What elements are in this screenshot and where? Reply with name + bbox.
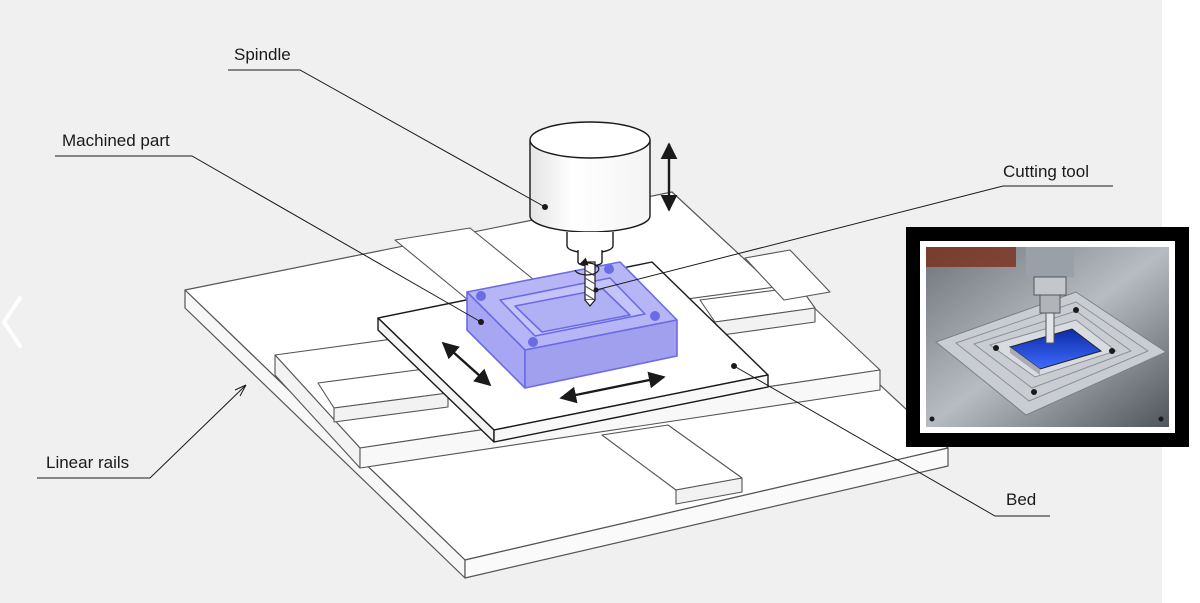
motion-arrows <box>441 142 678 404</box>
label-machined-part: Machined part <box>62 131 170 150</box>
cutting-tool <box>574 257 600 307</box>
label-bed: Bed <box>1006 490 1037 509</box>
label-cutting-tool: Cutting tool <box>1003 162 1089 181</box>
label-linear-rails: Linear rails <box>46 453 130 472</box>
label-spindle: Spindle <box>234 45 291 64</box>
cnc-milling-photo <box>926 247 1169 427</box>
cnc-mill-diagram <box>37 69 1113 579</box>
inset-photo-frame <box>906 227 1189 447</box>
machined-part <box>466 261 678 389</box>
leader-lines <box>37 69 1113 517</box>
chevron-left-icon[interactable] <box>0 292 26 352</box>
